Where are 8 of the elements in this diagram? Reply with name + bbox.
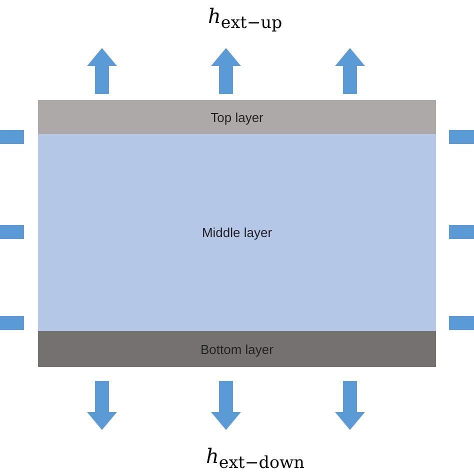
heat-transfer-label: h$_{ext−up}$ (208, 4, 282, 32)
middle-layer-band (38, 134, 436, 331)
bottom-layer-band (38, 331, 436, 367)
layer-label: Middle layer (202, 225, 272, 240)
heat-transfer-label: h$_{ext−down}$ (206, 444, 304, 472)
top-layer-band (38, 100, 436, 134)
layer-label: Bottom layer (200, 342, 274, 356)
layer-label: Top layer (210, 110, 264, 124)
